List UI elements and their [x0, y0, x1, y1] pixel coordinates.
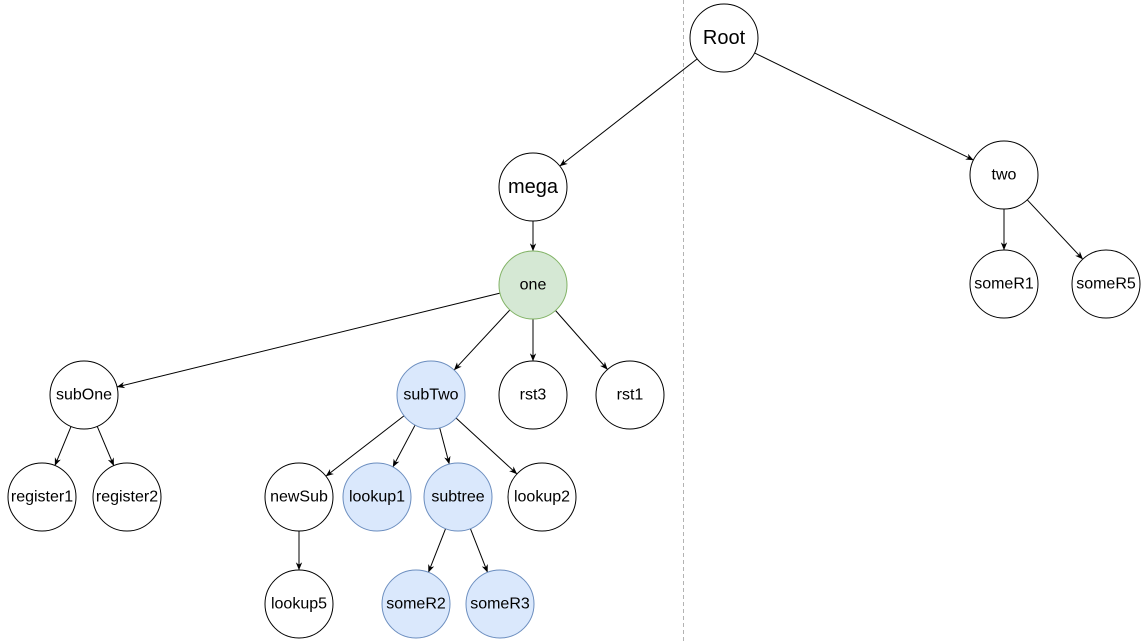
node-label-someR1: someR1	[974, 276, 1034, 293]
node-someR5: someR5	[1071, 249, 1141, 319]
edge-subOne-to-register1	[54, 426, 72, 466]
node-circle-subOne	[49, 360, 119, 430]
node-rst1: rst1	[595, 360, 665, 430]
node-lookup1: lookup1	[342, 462, 412, 532]
node-label-someR3: someR3	[470, 596, 530, 613]
node-label-rst3: rst3	[520, 387, 547, 404]
node-label-subOne: subOne	[56, 387, 112, 404]
node-label-mega: mega	[508, 176, 559, 198]
edge-subTwo-to-newSub	[325, 415, 405, 477]
node-circle-someR2	[381, 569, 451, 639]
node-circle-someR3	[465, 569, 535, 639]
node-label-one: one	[520, 277, 547, 294]
edge-subTwo-to-lookup1	[392, 424, 416, 468]
node-newSub: newSub	[264, 462, 334, 532]
node-lookup5: lookup5	[264, 569, 334, 639]
node-label-lookup5: lookup5	[271, 596, 327, 613]
edge-two-to-someR5	[1026, 199, 1083, 260]
node-circle-lookup1	[342, 462, 412, 532]
node-register1: register1	[7, 462, 77, 532]
node-lookup2: lookup2	[507, 462, 577, 532]
node-circle-rst1	[595, 360, 665, 430]
node-label-someR5: someR5	[1076, 276, 1136, 293]
node-circle-lookup5	[264, 569, 334, 639]
node-circle-register1	[7, 462, 77, 532]
edge-subtree-to-someR3	[469, 528, 488, 573]
node-circle-rst3	[498, 360, 568, 430]
node-circle-one	[498, 250, 568, 320]
node-label-subTwo: subTwo	[403, 387, 458, 404]
node-circle-subTwo	[396, 360, 466, 430]
node-label-root: Root	[703, 27, 746, 49]
edge-one-to-subOne	[116, 292, 501, 389]
node-label-rst1: rst1	[617, 387, 644, 404]
node-circle-newSub	[264, 462, 334, 532]
node-label-lookup1: lookup1	[349, 489, 405, 506]
node-one: one	[498, 250, 568, 320]
node-subTwo: subTwo	[396, 360, 466, 430]
edge-one-to-subTwo	[453, 309, 511, 371]
node-label-register1: register1	[11, 489, 73, 506]
edge-root-to-two	[754, 52, 974, 161]
edge-one-to-rst1	[555, 310, 608, 370]
node-label-someR2: someR2	[386, 596, 446, 613]
node-circle-root	[689, 3, 759, 73]
node-circle-mega	[498, 152, 568, 222]
node-circle-someR5	[1071, 249, 1141, 319]
node-rst3: rst3	[498, 360, 568, 430]
node-label-register2: register2	[96, 489, 158, 506]
node-circle-subtree	[423, 462, 493, 532]
node-label-two: two	[992, 167, 1017, 184]
node-circle-someR1	[969, 249, 1039, 319]
node-someR2: someR2	[381, 569, 451, 639]
node-label-subtree: subtree	[431, 489, 484, 506]
node-register2: register2	[92, 462, 162, 532]
edge-root-to-mega	[559, 58, 698, 167]
edges-layer	[54, 52, 1083, 573]
node-someR3: someR3	[465, 569, 535, 639]
node-circle-register2	[92, 462, 162, 532]
node-root: Root	[689, 3, 759, 73]
edge-subTwo-to-subtree	[439, 427, 451, 465]
node-someR1: someR1	[969, 249, 1039, 319]
node-label-newSub: newSub	[270, 489, 328, 506]
edge-subOne-to-register2	[96, 426, 115, 466]
node-circle-two	[969, 140, 1039, 210]
nodes-layer: Root mega two one someR1 someR5 subOne subTwo rs…	[7, 3, 1141, 639]
node-mega: mega	[498, 152, 568, 222]
node-two: two	[969, 140, 1039, 210]
edge-subtree-to-someR2	[428, 528, 447, 573]
edge-subTwo-to-lookup2	[455, 417, 518, 475]
node-subtree: subtree	[423, 462, 493, 532]
node-label-lookup2: lookup2	[514, 489, 570, 506]
node-subOne: subOne	[49, 360, 119, 430]
node-circle-lookup2	[507, 462, 577, 532]
